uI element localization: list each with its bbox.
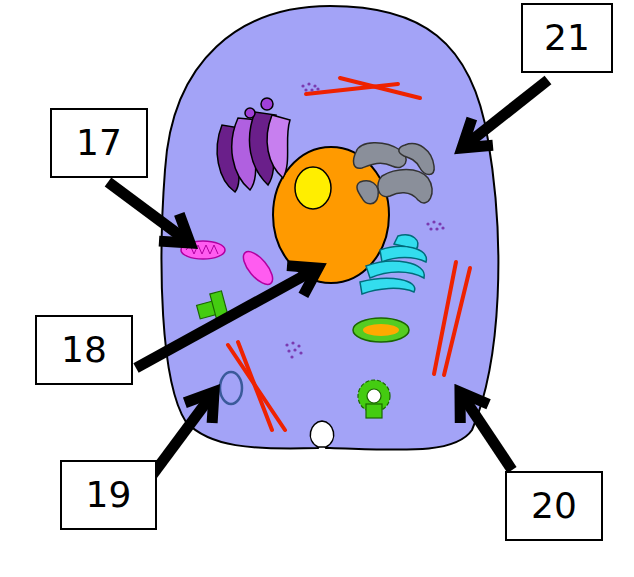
callout-box: 20 <box>505 471 603 541</box>
microtubules <box>228 78 470 430</box>
callout-number: 17 <box>76 123 122 163</box>
centrioles <box>197 291 390 418</box>
callout-number: 19 <box>86 475 132 515</box>
mitochondria <box>181 241 278 289</box>
callout-number: 18 <box>61 330 107 370</box>
golgi-apparatus <box>217 98 290 192</box>
leader-arrows <box>108 80 548 497</box>
vacuole-core <box>363 324 399 336</box>
callout-box: 18 <box>35 315 133 385</box>
cell-membrane <box>162 6 499 450</box>
smooth-er <box>354 143 435 204</box>
vesicle <box>220 372 242 404</box>
callout-box: 17 <box>50 108 148 178</box>
callout-box: 21 <box>521 3 613 73</box>
callout-number: 20 <box>531 486 577 526</box>
callout-number: 21 <box>544 18 590 58</box>
exocytosis-vesicle <box>310 421 333 447</box>
nucleolus <box>295 167 331 209</box>
callout-box: 19 <box>60 460 157 530</box>
ribosomes <box>285 82 444 358</box>
vacuole <box>353 318 409 342</box>
nucleus <box>273 147 389 283</box>
rough-er <box>360 235 426 294</box>
